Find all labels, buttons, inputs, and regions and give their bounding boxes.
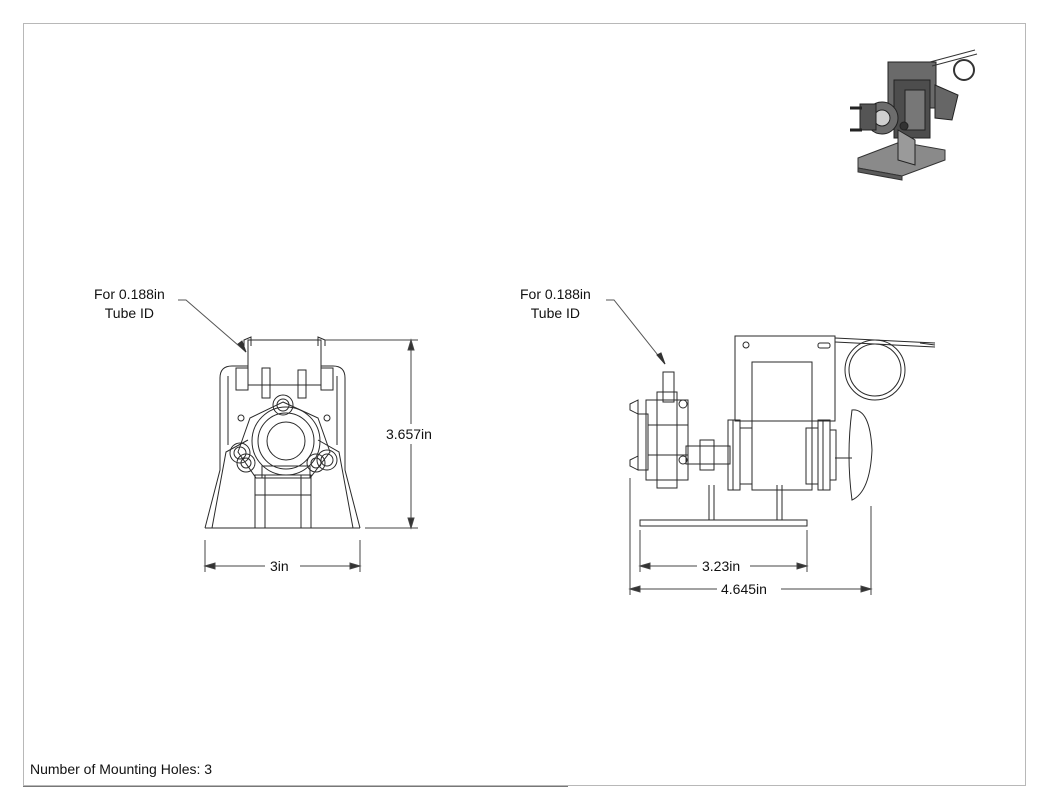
bolt — [236, 453, 256, 473]
dimension-overall-length-label: 4.645in — [721, 581, 767, 597]
bolt — [306, 453, 326, 473]
callout-line2: Tube ID — [530, 305, 581, 321]
dimension-front-width-label: 3in — [270, 558, 289, 574]
tube-id-callout-front: For 0.188in Tube ID — [94, 285, 165, 323]
callout-line2: Tube ID — [104, 305, 155, 321]
sheet-border — [23, 23, 1026, 786]
callout-line1: For 0.188in — [94, 286, 165, 302]
footnote-rule — [23, 786, 568, 787]
bolt — [229, 442, 251, 464]
isometric-preview — [850, 49, 978, 181]
bolt — [316, 449, 338, 471]
side-dimensions — [628, 478, 873, 595]
callout-line1: For 0.188in — [520, 286, 591, 302]
bolt — [272, 394, 294, 416]
dimension-base-length-label: 3.23in — [702, 558, 741, 574]
tube-id-callout-side: For 0.188in Tube ID — [520, 285, 591, 323]
front-view — [178, 299, 361, 529]
front-dimensions — [203, 338, 418, 572]
mounting-holes-note: Number of Mounting Holes: 3 — [30, 761, 213, 777]
side-view — [606, 299, 936, 527]
dimension-height-label: 3.657in — [386, 426, 432, 442]
